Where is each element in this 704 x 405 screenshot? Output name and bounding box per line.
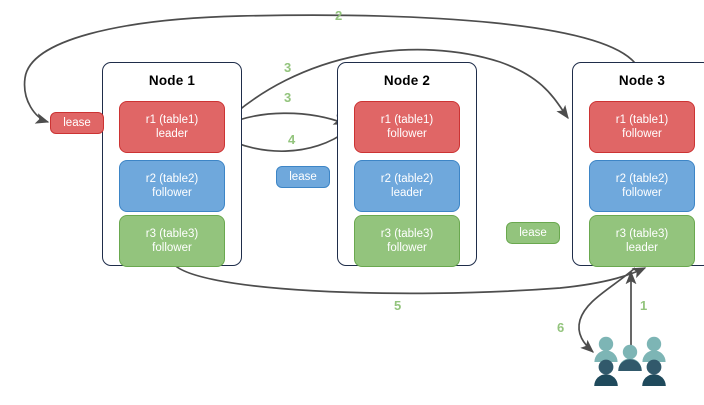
node-2-replica-r1-name: r1 (table1) [380, 114, 434, 126]
node-1-replica-r1[interactable]: r1 (table1) leader [119, 101, 225, 153]
edge-step-6 [578, 267, 636, 353]
node-2-replica-r3-role: follower [387, 242, 427, 254]
lease-badge-r2[interactable]: lease [276, 166, 330, 188]
node-2-replica-r2-role: leader [391, 187, 423, 199]
step-label-5: 5 [394, 298, 402, 313]
node-3-replica-r3-role: leader [626, 242, 658, 254]
node-3-replica-r3[interactable]: r3 (table3) leader [589, 215, 695, 267]
node-1-replica-r3[interactable]: r3 (table3) follower [119, 215, 225, 267]
node-3-replica-r3-name: r3 (table3) [615, 228, 669, 240]
step-label-4: 4 [288, 132, 296, 147]
node-1-replica-r1-role: leader [156, 128, 188, 140]
step-label-2: 2 [335, 8, 343, 23]
lease-badge-r3[interactable]: lease [506, 222, 560, 244]
node-2-replica-r2-name: r2 (table2) [380, 173, 434, 185]
node-1-replica-r3-role: follower [152, 242, 192, 254]
node-1-replica-r3-name: r3 (table3) [145, 228, 199, 240]
step-label-6: 6 [557, 320, 565, 335]
node-2[interactable]: Node 2 r1 (table1) follower r2 (table2) … [337, 62, 477, 267]
node-2-replica-r3[interactable]: r3 (table3) follower [354, 215, 460, 267]
node-1[interactable]: Node 1 r1 (table1) leader r2 (table2) fo… [102, 62, 242, 267]
node-1-replica-r2[interactable]: r2 (table2) follower [119, 160, 225, 212]
node-1-replica-r2-role: follower [152, 187, 192, 199]
node-2-title: Node 2 [383, 73, 431, 88]
node-1-replica-r1-name: r1 (table1) [145, 114, 199, 126]
node-3-replica-r2-role: follower [622, 187, 662, 199]
node-3-replica-r2-name: r2 (table2) [615, 173, 669, 185]
node-3-replica-r2[interactable]: r2 (table2) follower [589, 160, 695, 212]
node-2-replica-r2[interactable]: r2 (table2) leader [354, 160, 460, 212]
node-3-title: Node 3 [618, 73, 666, 88]
edge-step-2 [23, 14, 636, 124]
edge-step-3-upper [218, 48, 569, 129]
node-1-title: Node 1 [148, 73, 196, 88]
edge-step-4 [222, 129, 349, 152]
step-label-1: 1 [640, 298, 648, 313]
node-3-replica-r1-role: follower [622, 128, 662, 140]
node-2-replica-r1[interactable]: r1 (table1) follower [354, 101, 460, 153]
node-3[interactable]: Node 3 r1 (table1) follower r2 (table2) … [572, 62, 704, 267]
node-1-replica-r2-name: r2 (table2) [145, 173, 199, 185]
step-label-3b: 3 [284, 90, 292, 105]
node-2-replica-r3-name: r3 (table3) [380, 228, 434, 240]
edge-step-5 [171, 261, 647, 295]
node-3-replica-r1[interactable]: r1 (table1) follower [589, 101, 695, 153]
people-group-icon [594, 336, 666, 386]
lease-badge-r1[interactable]: lease [50, 112, 104, 134]
node-3-replica-r1-name: r1 (table1) [615, 114, 669, 126]
step-label-3a: 3 [284, 60, 292, 75]
node-2-replica-r1-role: follower [387, 128, 427, 140]
